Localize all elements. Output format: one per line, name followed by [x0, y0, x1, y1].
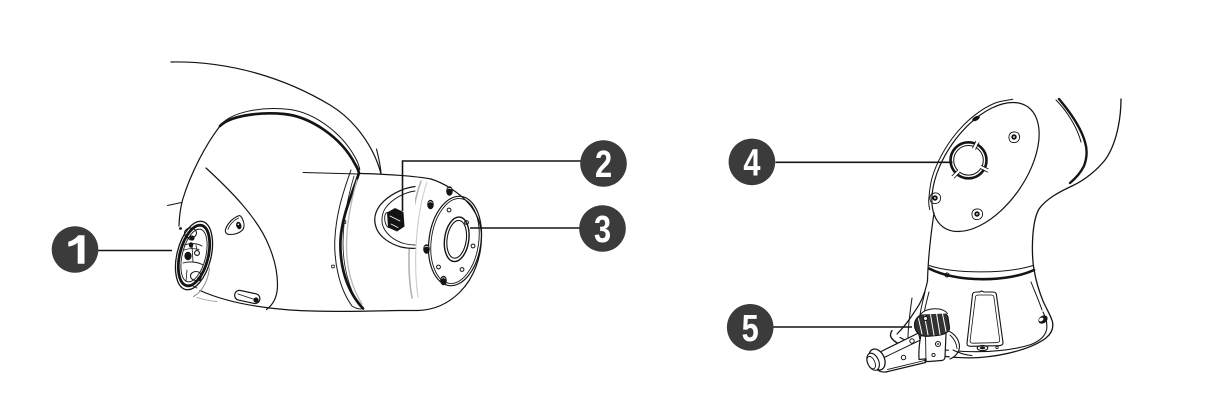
svg-text:5: 5: [742, 308, 759, 350]
svg-text:4: 4: [743, 142, 761, 184]
svg-text:2: 2: [595, 144, 612, 186]
svg-text:3: 3: [594, 209, 611, 251]
